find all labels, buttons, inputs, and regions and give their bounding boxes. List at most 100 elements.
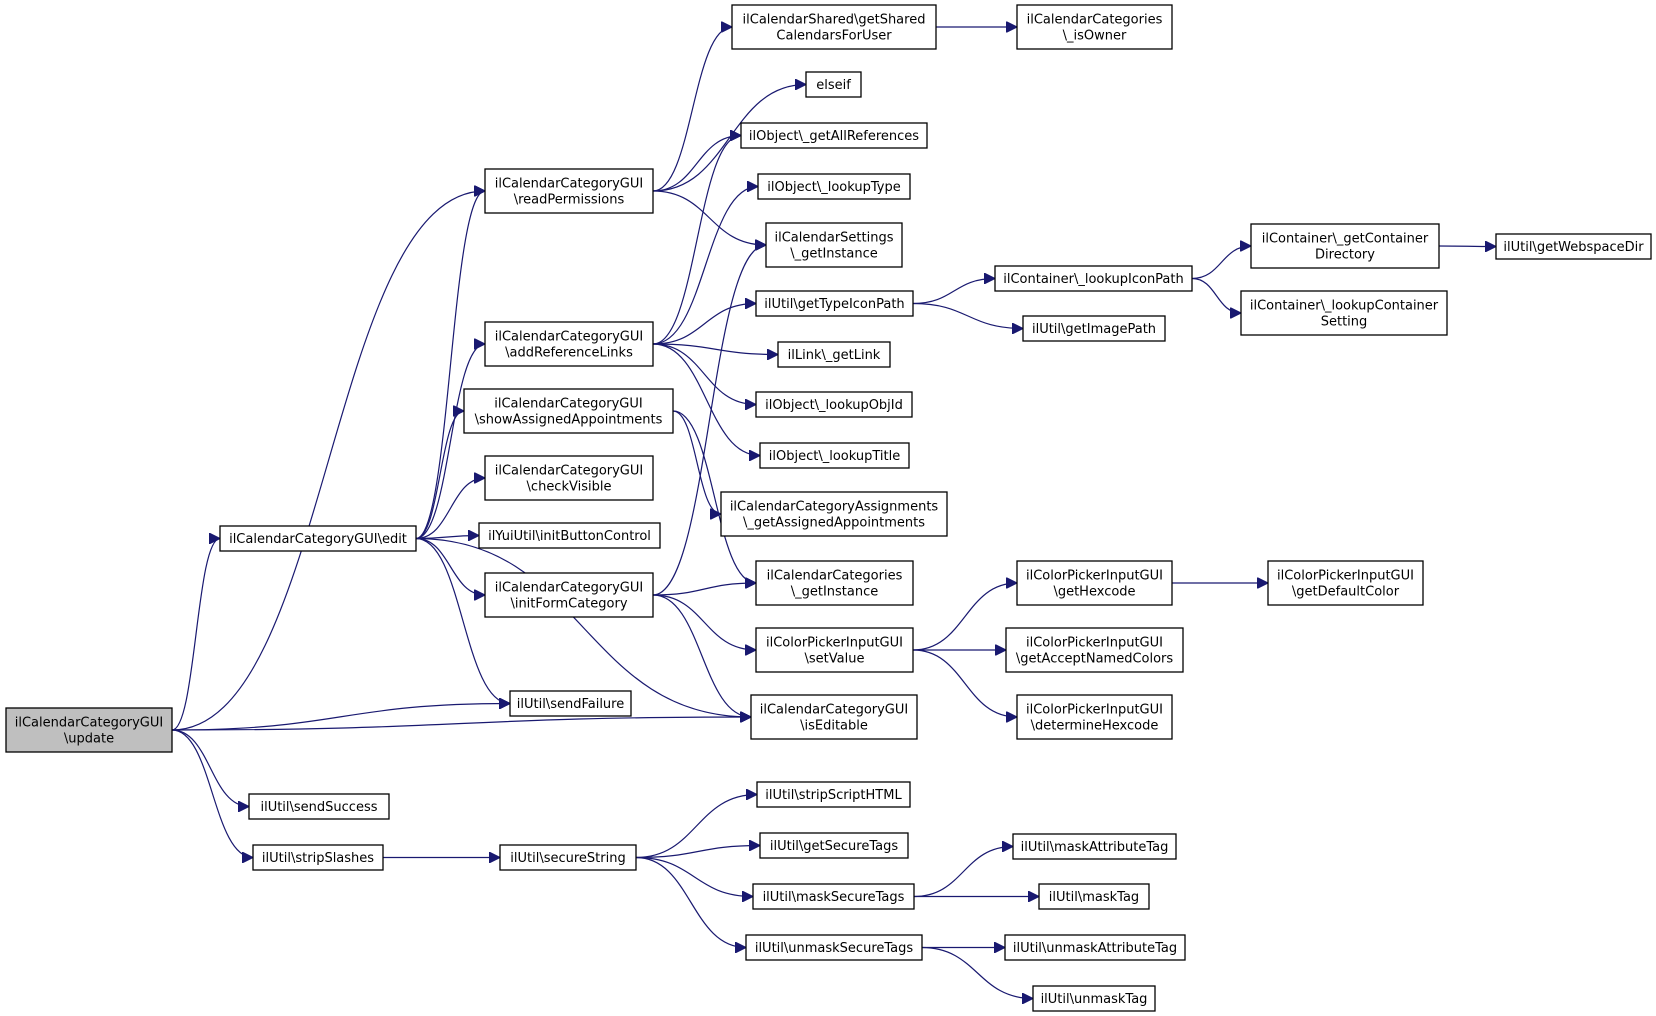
node-maskTag[interactable]: ilUtil\maskTag (1038, 883, 1150, 910)
node-getImagePath[interactable]: ilUtil\getImagePath (1022, 315, 1166, 342)
node-lookupIconPath[interactable]: ilContainer\_lookupIconPath (994, 265, 1193, 292)
node-getWebspace[interactable]: ilUtil\getWebspaceDir (1495, 233, 1652, 260)
node-label-getAllRefs-0: ilObject\_getAllReferences (749, 129, 919, 144)
node-label-edit-0: ilCalendarCategoryGUI\edit (229, 532, 407, 547)
node-box-stripSlashes (252, 844, 384, 871)
node-label-assignments-0: ilCalendarCategoryAssignments (730, 500, 939, 515)
edge-addReferenceLinks-to-getTypeIcon (652, 304, 756, 345)
edge-getContainerDir-to-getWebspace (1438, 246, 1496, 247)
node-label-getLink-0: ilLink\_getLink (788, 348, 881, 363)
edge-readPermissions-to-calSettings (652, 190, 766, 245)
node-label-lookupTitle-0: ilObject\_lookupTitle (769, 449, 900, 464)
node-initForm[interactable]: ilCalendarCategoryGUI\initFormCategory (484, 572, 654, 618)
node-box-getDefaultColor (1267, 560, 1424, 606)
edge-secureString-to-stripScript (635, 795, 757, 859)
node-box-calCategories (755, 560, 914, 606)
node-box-getAllRefs (740, 122, 928, 149)
edge-secureString-to-maskSecure (635, 856, 753, 897)
node-getDefaultColor[interactable]: ilColorPickerInputGUI\getDefaultColor (1267, 560, 1424, 606)
node-label-assignments-1: \_getAssignedAppointments (743, 516, 925, 531)
edge-maskSecure-to-maskAttr (913, 847, 1013, 898)
node-label-checkVisible-0: ilCalendarCategoryGUI (495, 464, 643, 479)
node-unmaskSecure[interactable]: ilUtil\unmaskSecureTags (745, 934, 923, 961)
node-getHexcode[interactable]: ilColorPickerInputGUI\getHexcode (1016, 560, 1173, 606)
node-acceptNamed[interactable]: ilColorPickerInputGUI\getAcceptNamedColo… (1005, 627, 1184, 673)
node-initButton[interactable]: ilYuiUtil\initButtonControl (478, 522, 661, 549)
node-box-lookupTitle (759, 442, 910, 469)
node-isEditable[interactable]: ilCalendarCategoryGUI\isEditable (750, 694, 918, 740)
node-box-addReferenceLinks (484, 321, 654, 367)
node-setValue[interactable]: ilColorPickerInputGUI\setValue (755, 627, 914, 673)
node-label-getHexcode-1: \getHexcode (1053, 585, 1135, 600)
edge-addReferenceLinks-to-lookupTitle (652, 343, 760, 456)
node-label-getWebspace-0: ilUtil\getWebspaceDir (1503, 240, 1644, 255)
node-lookupObjId[interactable]: ilObject\_lookupObjId (755, 391, 913, 418)
node-box-unmaskTag (1032, 985, 1156, 1012)
node-assignments[interactable]: ilCalendarCategoryAssignments\_getAssign… (720, 491, 948, 537)
edge-update-to-readPermissions (171, 191, 485, 731)
node-secureString[interactable]: ilUtil\secureString (499, 844, 637, 871)
node-getTypeIcon[interactable]: ilUtil\getTypeIconPath (755, 290, 914, 317)
node-label-maskSecure-0: ilUtil\maskSecureTags (763, 890, 905, 905)
node-lookupType[interactable]: ilObject\_lookupType (757, 173, 911, 200)
node-label-secureString-0: ilUtil\secureString (510, 851, 625, 866)
node-update[interactable]: ilCalendarCategoryGUI\update (5, 707, 173, 753)
node-label-setValue-0: ilColorPickerInputGUI (766, 636, 903, 651)
node-getLink[interactable]: ilLink\_getLink (777, 341, 891, 368)
node-unmaskAttr[interactable]: ilUtil\unmaskAttributeTag (1004, 934, 1186, 961)
node-showAssigned[interactable]: ilCalendarCategoryGUI\showAssignedAppoin… (463, 388, 674, 434)
node-label-lookupObjId-0: ilObject\_lookupObjId (765, 398, 903, 413)
node-sendFailure[interactable]: ilUtil\sendFailure (509, 690, 632, 717)
node-stripSlashes[interactable]: ilUtil\stripSlashes (252, 844, 384, 871)
node-box-initForm (484, 572, 654, 618)
edge-edit-to-readPermissions (415, 191, 486, 540)
node-readPermissions[interactable]: ilCalendarCategoryGUI\readPermissions (484, 168, 654, 214)
node-box-maskSecure (752, 883, 915, 910)
node-label-setValue-1: \setValue (805, 652, 865, 667)
node-label-update-0: ilCalendarCategoryGUI (15, 716, 163, 731)
node-maskSecure[interactable]: ilUtil\maskSecureTags (752, 883, 915, 910)
node-box-edit (219, 525, 417, 552)
node-determineHex[interactable]: ilColorPickerInputGUI\determineHexcode (1016, 694, 1173, 740)
node-label-checkVisible-1: \checkVisible (527, 480, 612, 495)
node-label-lookupContainerSetting-0: ilContainer\_lookupContainer (1250, 299, 1439, 314)
node-getShared[interactable]: ilCalendarShared\getSharedCalendarsForUs… (731, 4, 937, 50)
edge-getTypeIcon-to-lookupIconPath (912, 279, 995, 305)
node-checkVisible[interactable]: ilCalendarCategoryGUI\checkVisible (484, 455, 654, 501)
node-getSecureTags[interactable]: ilUtil\getSecureTags (759, 832, 909, 859)
node-box-readPermissions (484, 168, 654, 214)
node-box-acceptNamed (1005, 627, 1184, 673)
node-box-getContainerDir (1250, 223, 1440, 269)
node-getAllRefs[interactable]: ilObject\_getAllReferences (740, 122, 928, 149)
node-calSettings[interactable]: ilCalendarSettings\_getInstance (765, 222, 903, 268)
node-edit[interactable]: ilCalendarCategoryGUI\edit (219, 525, 417, 552)
node-unmaskTag[interactable]: ilUtil\unmaskTag (1032, 985, 1156, 1012)
node-addReferenceLinks[interactable]: ilCalendarCategoryGUI\addReferenceLinks (484, 321, 654, 367)
node-maskAttr[interactable]: ilUtil\maskAttributeTag (1012, 833, 1177, 860)
edge-update-to-isEditable (171, 717, 751, 731)
node-label-determineHex-0: ilColorPickerInputGUI (1026, 703, 1163, 718)
node-sendSuccess[interactable]: ilUtil\sendSuccess (248, 793, 390, 820)
node-box-lookupContainerSetting (1240, 290, 1448, 336)
node-label-getSecureTags-0: ilUtil\getSecureTags (770, 839, 898, 854)
edge-initForm-to-setValue (652, 594, 756, 650)
node-isOwner[interactable]: ilCalendarCategories\_isOwner (1016, 4, 1173, 50)
node-lookupTitle[interactable]: ilObject\_lookupTitle (759, 442, 910, 469)
node-calCategories[interactable]: ilCalendarCategories\_getInstance (755, 560, 914, 606)
node-label-maskAttr-0: ilUtil\maskAttributeTag (1021, 840, 1169, 855)
node-box-sendSuccess (248, 793, 390, 820)
node-label-initForm-0: ilCalendarCategoryGUI (495, 581, 643, 596)
node-label-acceptNamed-0: ilColorPickerInputGUI (1026, 636, 1163, 651)
edge-unmaskSecure-to-unmaskTag (921, 946, 1033, 999)
node-elseif[interactable]: elseif (805, 71, 862, 98)
edge-update-to-stripSlashes (171, 729, 253, 858)
edge-setValue-to-getHexcode (912, 583, 1017, 651)
node-label-lookupContainerSetting-1: Setting (1321, 315, 1368, 330)
node-stripScript[interactable]: ilUtil\stripScriptHTML (756, 781, 911, 808)
node-label-showAssigned-1: \showAssignedAppointments (475, 413, 663, 428)
edge-addReferenceLinks-to-lookupObjId (652, 343, 756, 405)
edge-edit-to-addReferenceLinks (415, 344, 486, 540)
